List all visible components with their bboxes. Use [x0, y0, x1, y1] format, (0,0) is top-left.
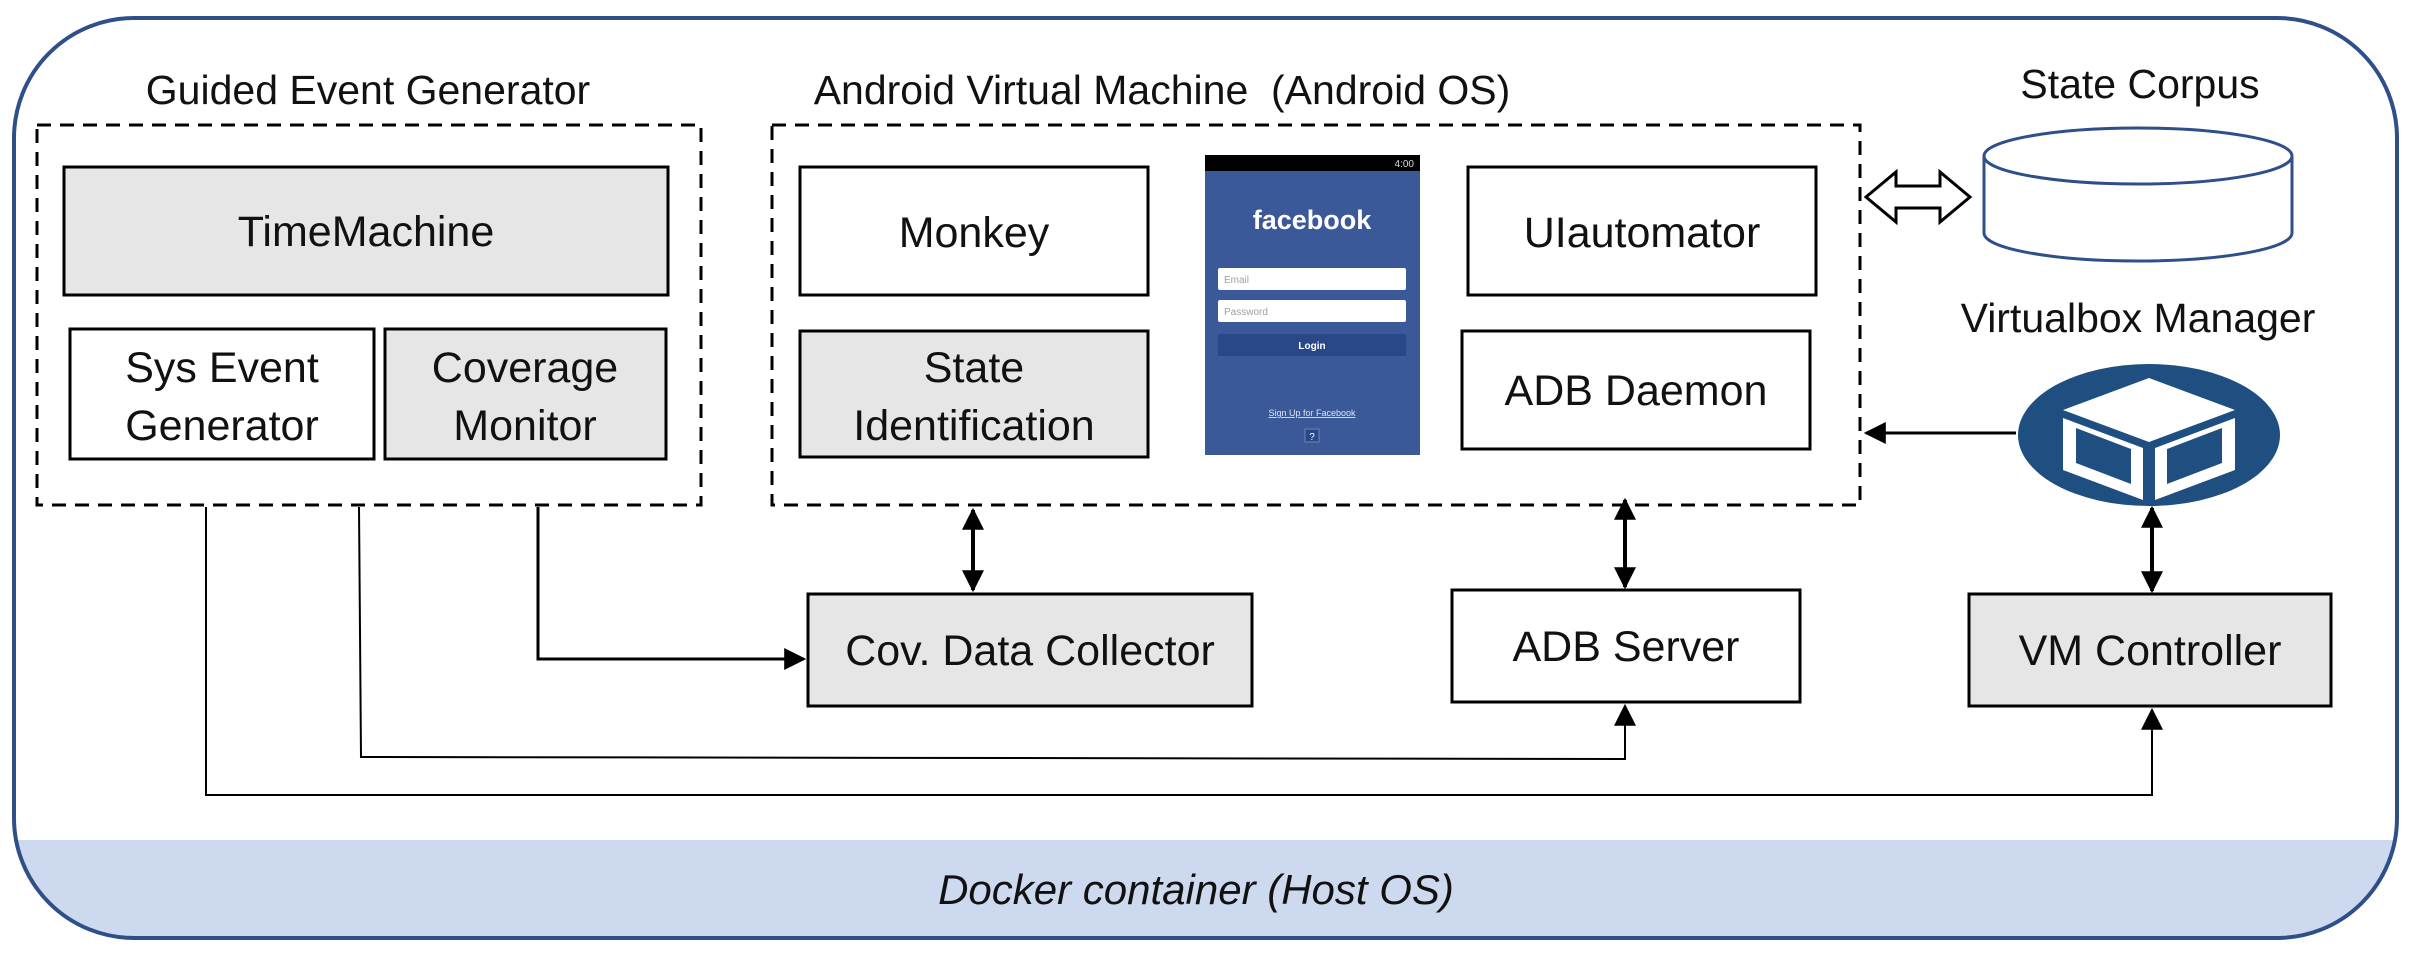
- timemachine-label: TimeMachine: [238, 208, 495, 256]
- arrow-guided-vm-controller: [205, 507, 2163, 796]
- monkey-box: Monkey: [798, 165, 1150, 297]
- phone-login-label: Login: [1298, 341, 1325, 352]
- timemachine-box: TimeMachine: [62, 165, 670, 297]
- android-vm-group: Android Virtual Machine (Android OS) Mon…: [770, 67, 1862, 507]
- cov-data-collector-label: Cov. Data Collector: [845, 627, 1215, 675]
- phone-screenshot: 4:00 facebook Email Password Login Sign …: [1205, 155, 1420, 455]
- adb-daemon-box: ADB Daemon: [1460, 329, 1812, 451]
- docker-band: [14, 840, 2397, 938]
- double-hollow-arrow-icon: [1863, 168, 1973, 226]
- phone-email-field[interactable]: [1218, 268, 1406, 290]
- database-icon: [1982, 126, 2294, 186]
- arrow-coverage-cov-collector: [536, 507, 807, 670]
- virtualbox-manager-title: Virtualbox Manager: [1961, 295, 2316, 341]
- state-corpus: State Corpus: [1982, 61, 2294, 263]
- state-id-label-line1: State: [924, 344, 1024, 392]
- guided-event-generator-group: Guided Event Generator TimeMachine Sys E…: [35, 67, 703, 507]
- phone-password-field[interactable]: [1218, 300, 1406, 322]
- monkey-label: Monkey: [899, 209, 1050, 257]
- phone-status-time: 4:00: [1395, 159, 1415, 170]
- guided-event-generator-title: Guided Event Generator: [146, 67, 590, 113]
- vm-controller-label: VM Controller: [2019, 627, 2282, 675]
- uiautomator-box: UIautomator: [1466, 165, 1818, 297]
- state-corpus-title: State Corpus: [2020, 61, 2259, 107]
- adb-server-label: ADB Server: [1512, 623, 1739, 671]
- state-id-label-line2: Identification: [853, 402, 1094, 450]
- adb-server-box: ADB Server: [1450, 588, 1802, 704]
- cov-data-collector-box: Cov. Data Collector: [806, 592, 1254, 708]
- phone-help-icon[interactable]: [1304, 428, 1320, 443]
- phone-password-placeholder: Password: [1224, 307, 1268, 318]
- arrow-sys-event-adb-server: [358, 506, 1636, 761]
- uiautomator-label: UIautomator: [1524, 209, 1761, 257]
- phone-signup-link[interactable]: Sign Up for Facebook: [1268, 408, 1356, 418]
- coverage-monitor-box: Coverage Monitor: [383, 327, 668, 461]
- phone-help-label: ?: [1309, 432, 1315, 443]
- phone-brand: facebook: [1253, 205, 1373, 235]
- phone-email-placeholder: Email: [1224, 275, 1249, 286]
- adb-daemon-label: ADB Daemon: [1505, 367, 1768, 415]
- docker-container-label: Docker container (Host OS): [938, 866, 1454, 913]
- virtualbox-cube-icon: [2018, 364, 2280, 506]
- phone-status-bar: [1205, 155, 1420, 171]
- coverage-label-line2: Monitor: [453, 402, 596, 450]
- coverage-label-line1: Coverage: [432, 344, 618, 392]
- sys-event-label-line1: Sys Event: [125, 344, 319, 392]
- android-vm-title: Android Virtual Machine (Android OS): [814, 67, 1511, 113]
- virtualbox-manager: Virtualbox Manager: [1961, 295, 2316, 506]
- state-identification-box: State Identification: [798, 329, 1150, 459]
- connectors: [205, 422, 2163, 796]
- sys-event-label-line2: Generator: [125, 402, 319, 450]
- phone-login-button[interactable]: [1218, 334, 1406, 356]
- vm-controller-box: VM Controller: [1967, 592, 2333, 708]
- sys-event-generator-box: Sys Event Generator: [68, 327, 376, 461]
